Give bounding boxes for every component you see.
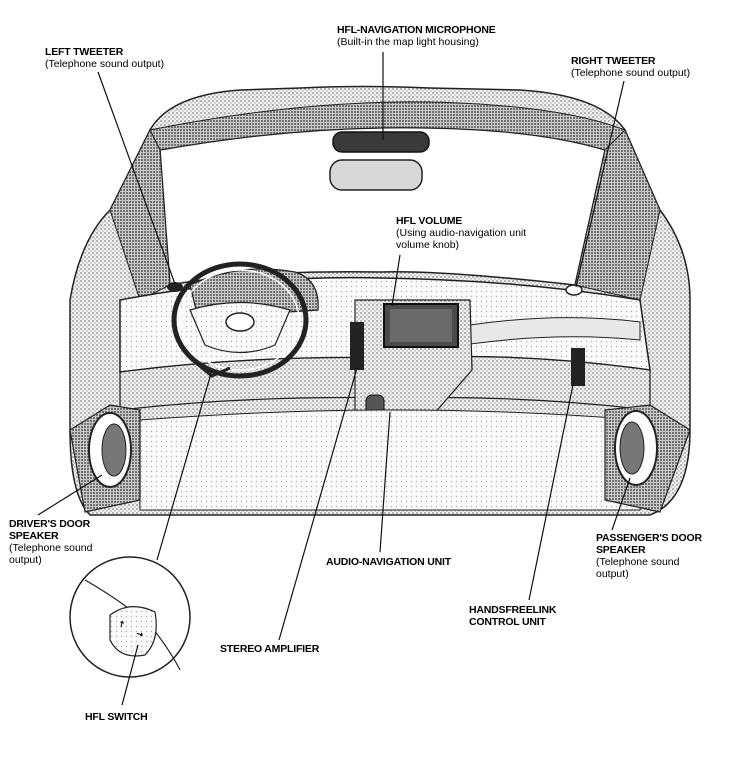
leader-hfl-switch xyxy=(121,644,139,706)
leader-stereo-amplifier xyxy=(278,367,358,641)
dash-vent-trim xyxy=(469,317,641,345)
label-hfl-volume: HFL VOLUME (Using audio-navigation unit … xyxy=(396,215,526,251)
hfl-hang-up-glyph: ↘ xyxy=(135,629,145,640)
passengers-door-sub2: output) xyxy=(596,568,629,580)
passengers-door-speaker xyxy=(604,404,691,513)
drivers-door-sub1: (Telephone sound xyxy=(9,542,93,554)
label-drivers-door-speaker: DRIVER'S DOOR SPEAKER (Telephone sound o… xyxy=(9,518,92,566)
passengers-door-title1: PASSENGER'S DOOR xyxy=(596,532,702,544)
label-hfl-navigation-microphone: HFL-NAVIGATION MICROPHONE (Built-in the … xyxy=(337,24,496,48)
hfl-switch-title: HFL SWITCH xyxy=(85,711,148,723)
hfl-switch-panel xyxy=(109,606,157,657)
label-passengers-door-speaker: PASSENGER'S DOOR SPEAKER (Telephone soun… xyxy=(596,532,702,580)
hfl-volume-title: HFL VOLUME xyxy=(396,215,463,227)
leader-audio-nav-unit xyxy=(379,411,391,553)
drivers-door-sub2: output) xyxy=(9,554,42,566)
hfl-nav-mic-sub: (Built-in the map light housing) xyxy=(337,36,479,48)
label-handsfreelink-control-unit: HANDSFREELINK CONTROL UNIT xyxy=(469,604,556,628)
hfl-nav-mic-title: HFL-NAVIGATION MICROPHONE xyxy=(337,24,496,36)
handsfreelink-module xyxy=(571,348,585,386)
hfl-switch-detail: ↗ ↘ xyxy=(69,556,191,678)
label-right-tweeter: RIGHT TWEETER (Telephone sound output) xyxy=(571,55,690,79)
hfl-volume-sub1: (Using audio-navigation unit xyxy=(396,227,527,239)
drivers-door-speaker xyxy=(69,404,141,513)
right-tweeter-title: RIGHT TWEETER xyxy=(571,55,656,67)
right-tweeter-pod xyxy=(565,284,583,296)
handsfreelink-title2: CONTROL UNIT xyxy=(469,616,546,628)
leader-left-tweeter xyxy=(97,71,176,285)
label-left-tweeter: LEFT TWEETER (Telephone sound output) xyxy=(45,46,164,70)
left-tweeter-sub: (Telephone sound output) xyxy=(45,58,165,70)
navigation-screen-glass xyxy=(390,309,452,342)
leader-drivers-door-speaker xyxy=(37,474,103,516)
leader-handsfreelink xyxy=(528,379,575,601)
passengers-door-sub1: (Telephone sound xyxy=(596,556,680,568)
passengers-door-title2: SPEAKER xyxy=(596,544,646,556)
right-tweeter-sub: (Telephone sound output) xyxy=(571,67,691,79)
drivers-door-speaker-cone xyxy=(101,423,127,477)
left-tweeter-pod xyxy=(167,282,183,292)
stereo-amplifier-body xyxy=(350,322,364,370)
leader-lines xyxy=(37,52,631,706)
steering-emblem xyxy=(225,312,255,332)
passengers-door-speaker-cone xyxy=(619,421,645,475)
label-stereo-amplifier: STEREO AMPLIFIER xyxy=(220,643,319,655)
hfl-volume-sub2: volume knob) xyxy=(396,239,460,251)
leader-passengers-door-speaker xyxy=(611,477,631,531)
rear-view-mirror xyxy=(329,159,423,191)
map-light-housing xyxy=(332,131,430,153)
audio-nav-unit-title: AUDIO-NAVIGATION UNIT xyxy=(326,556,451,568)
leader-hfl-volume xyxy=(391,254,401,307)
leader-right-tweeter xyxy=(575,80,625,288)
steering-lower-spoke xyxy=(189,356,231,378)
label-audio-navigation-unit: AUDIO-NAVIGATION UNIT xyxy=(326,556,451,568)
drivers-door-title2: SPEAKER xyxy=(9,530,59,542)
left-tweeter-title: LEFT TWEETER xyxy=(45,46,124,58)
left-a-pillar xyxy=(109,128,171,301)
steering-rim-highlight xyxy=(180,269,300,371)
hfl-pick-up-glyph: ↗ xyxy=(117,619,127,630)
stereo-amplifier-title: STEREO AMPLIFIER xyxy=(220,643,320,655)
drivers-door-title1: DRIVER'S DOOR xyxy=(9,518,90,530)
steering-wheel xyxy=(171,261,309,379)
handsfreelink-title1: HANDSFREELINK xyxy=(469,604,557,616)
leader-switch-to-wheel xyxy=(156,369,213,561)
label-hfl-switch: HFL SWITCH xyxy=(85,711,148,723)
steering-rim xyxy=(171,261,309,379)
